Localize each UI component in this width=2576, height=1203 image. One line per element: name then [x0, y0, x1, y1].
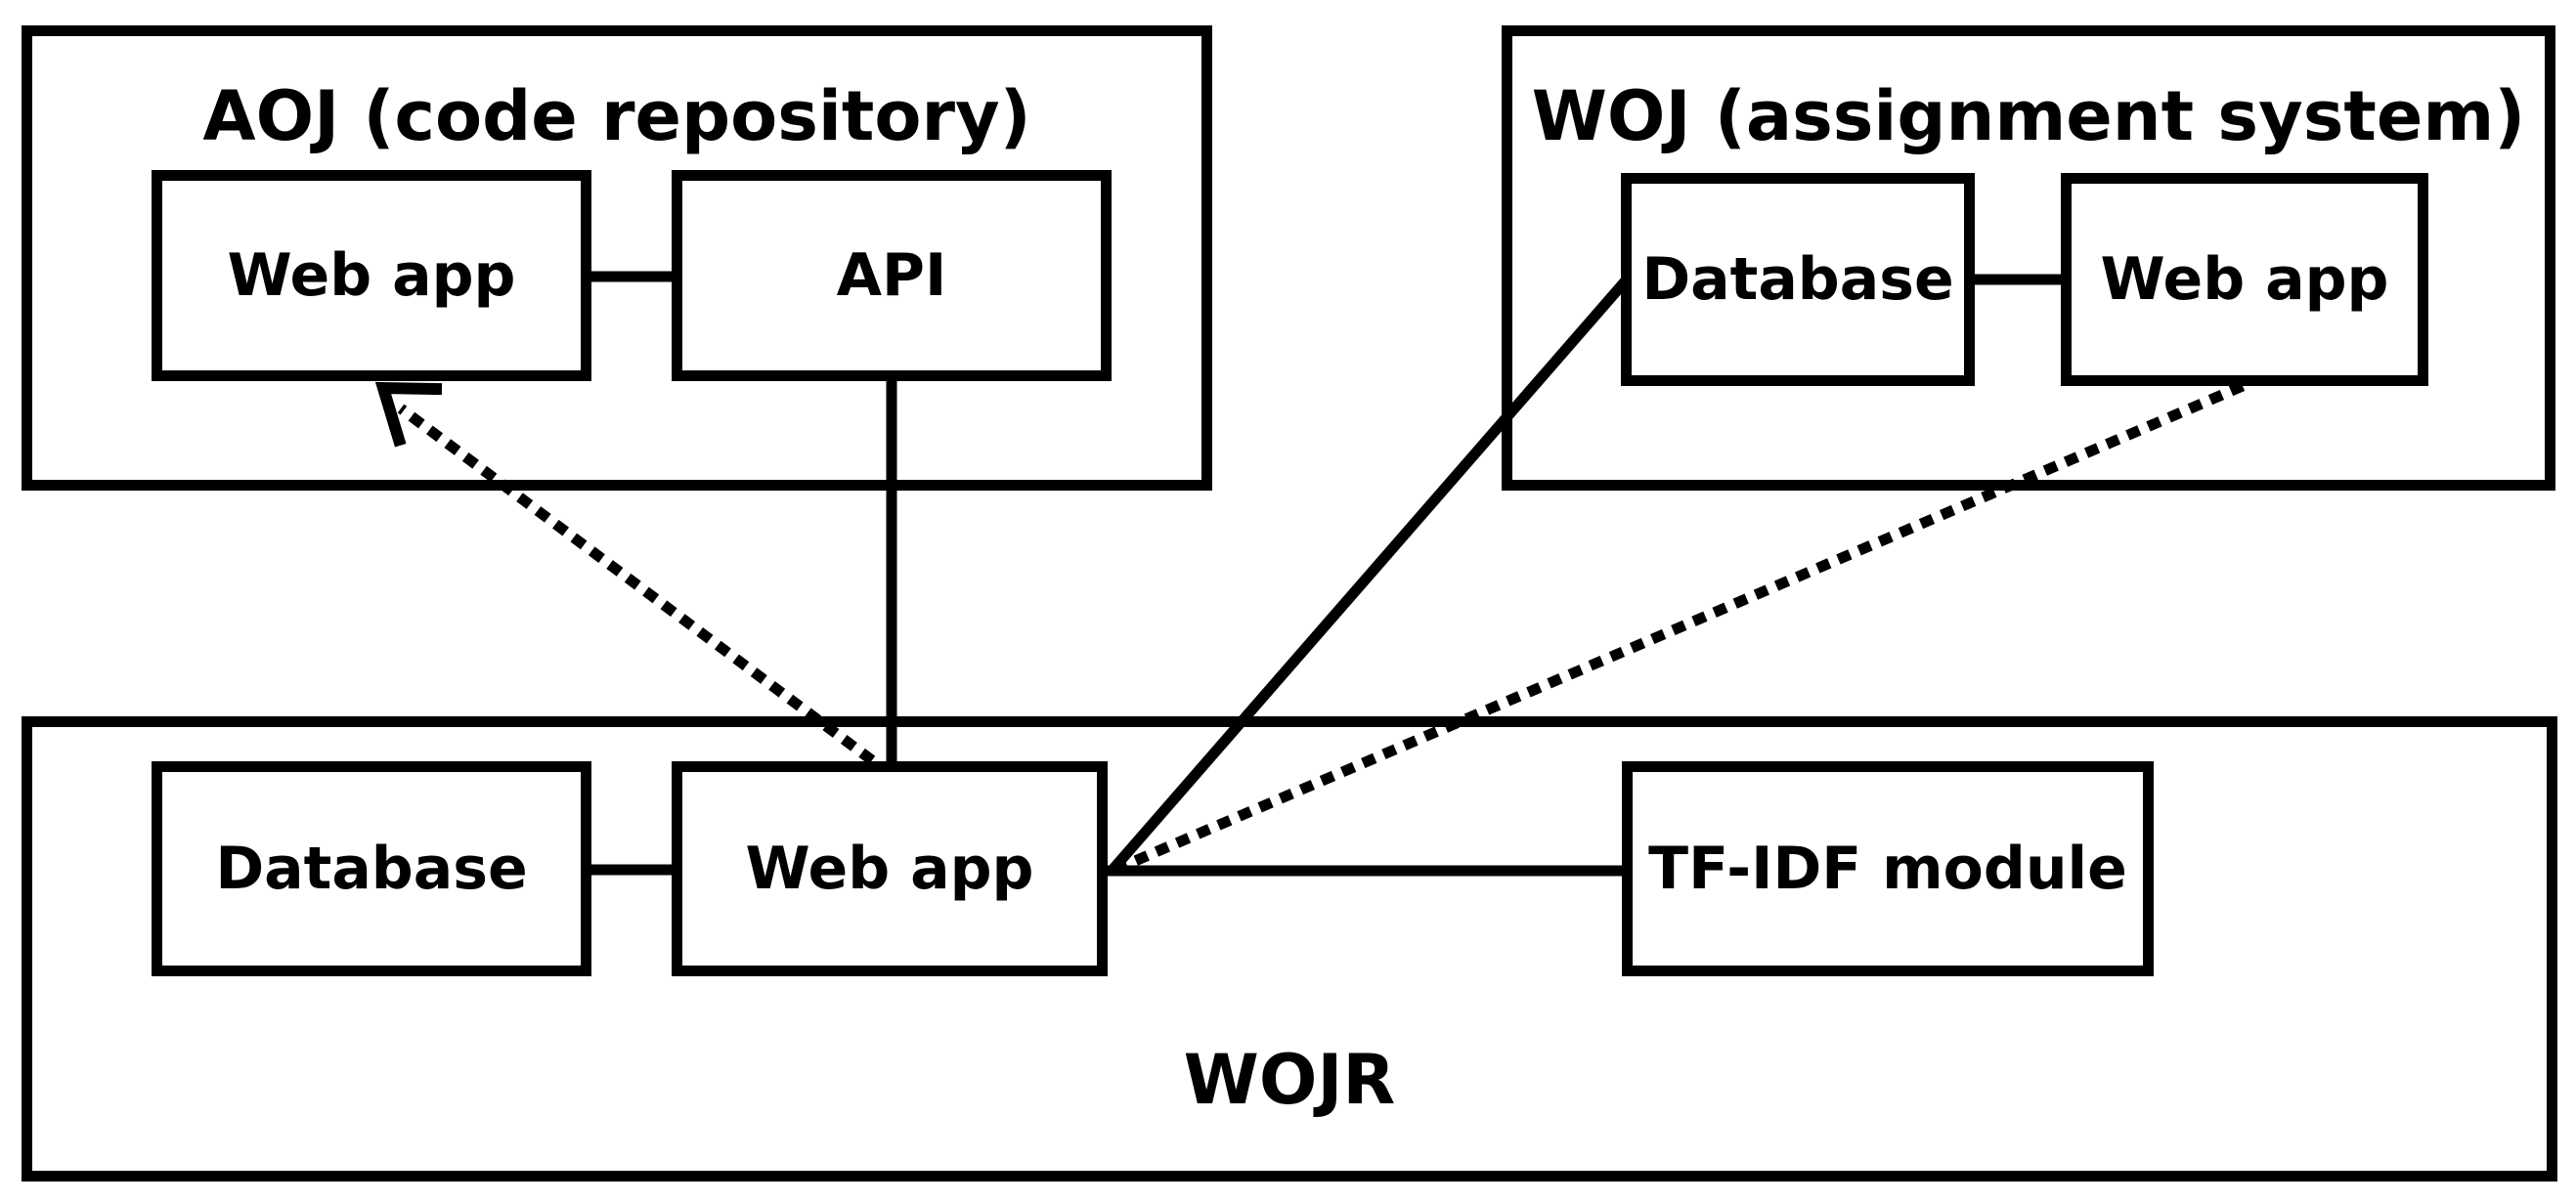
node-woj-web-app[interactable]: Web app: [2061, 173, 2428, 386]
group-aoj: [22, 25, 1212, 491]
group-wojr: [22, 716, 2557, 1182]
group-title-wojr: WOJR: [1183, 1040, 1396, 1120]
group-title-aoj: AOJ (code repository): [202, 76, 1031, 156]
edge-woj-database-wojr-webapp: [1108, 276, 1632, 874]
node-wojr-database[interactable]: Database: [152, 761, 591, 976]
node-woj-database[interactable]: Database: [1621, 173, 1975, 386]
node-aoj-api[interactable]: API: [672, 170, 1112, 381]
group-woj: [1502, 25, 2555, 491]
group-title-woj: WOJ (assignment system): [1531, 76, 2526, 156]
edge-wojr-webapp-to-aoj-webapp-dotted: [397, 404, 876, 765]
arrowhead-icon: [374, 381, 443, 448]
node-aoj-web-app[interactable]: Web app: [152, 170, 591, 381]
node-wojr-web-app[interactable]: Web app: [672, 761, 1108, 976]
edge-woj-webapp-to-wojr-webapp-dotted: [1112, 380, 2246, 876]
node-wojr-tfidf-module[interactable]: TF-IDF module: [1622, 761, 2154, 976]
